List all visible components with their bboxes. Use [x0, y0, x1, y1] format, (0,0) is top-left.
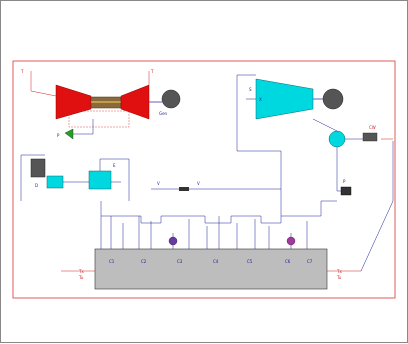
svg-text:T: T — [20, 69, 24, 74]
st-generator — [322, 88, 344, 110]
svg-text:P: P — [57, 133, 60, 138]
svg-text:C4: C4 — [213, 259, 219, 264]
svg-text:C2: C2 — [141, 259, 147, 264]
svg-text:T: T — [150, 69, 154, 74]
svg-text:C6: C6 — [285, 259, 291, 264]
collector-block: C1 C2 C3 C4 C5 C6 C7 — [94, 200, 337, 290]
svg-text:C5: C5 — [247, 259, 253, 264]
compressor-shape — [55, 84, 92, 120]
condenser-icon — [328, 130, 346, 148]
gt-generator — [161, 89, 181, 109]
svg-text:D: D — [35, 183, 38, 188]
svg-text:Gen: Gen — [159, 111, 168, 116]
middle-valve — [179, 187, 189, 191]
cooling-box — [362, 132, 378, 142]
left-process-section: D E V V — [20, 151, 282, 216]
svg-text:C1: C1 — [109, 259, 115, 264]
st-pump-icon — [340, 186, 352, 196]
gas-turbine-unit: T T Gen P — [20, 69, 181, 140]
diagram-border — [12, 60, 396, 299]
collector-pump-right — [286, 236, 296, 246]
svg-text:CW: CW — [369, 125, 376, 130]
svg-text:Tu: Tu — [78, 275, 84, 280]
svg-text:C7: C7 — [307, 259, 313, 264]
svg-text:V: V — [197, 181, 200, 186]
outlet-left-label: Tx — [78, 269, 84, 274]
evaporator-box — [88, 170, 112, 190]
outlet-right-label: Tx — [336, 269, 342, 274]
outlet-markers: Tx Tu Tx Tu — [61, 141, 394, 280]
heater-box — [46, 175, 64, 189]
steam-turbine-shape — [255, 78, 314, 120]
tank-icon — [30, 158, 46, 178]
svg-text:S: S — [249, 87, 252, 92]
turbine-shape — [120, 84, 150, 120]
steam-turbine-unit: S X CW P — [236, 74, 393, 196]
svg-text:E: E — [113, 163, 116, 168]
gt-pump-icon — [64, 128, 74, 140]
svg-text:P: P — [343, 179, 346, 184]
svg-text:Tu: Tu — [336, 275, 342, 280]
svg-text:C3: C3 — [177, 259, 183, 264]
svg-text:V: V — [157, 181, 160, 186]
collector-body — [94, 248, 328, 290]
collector-pump-left — [168, 236, 178, 246]
svg-text:X: X — [259, 97, 262, 102]
